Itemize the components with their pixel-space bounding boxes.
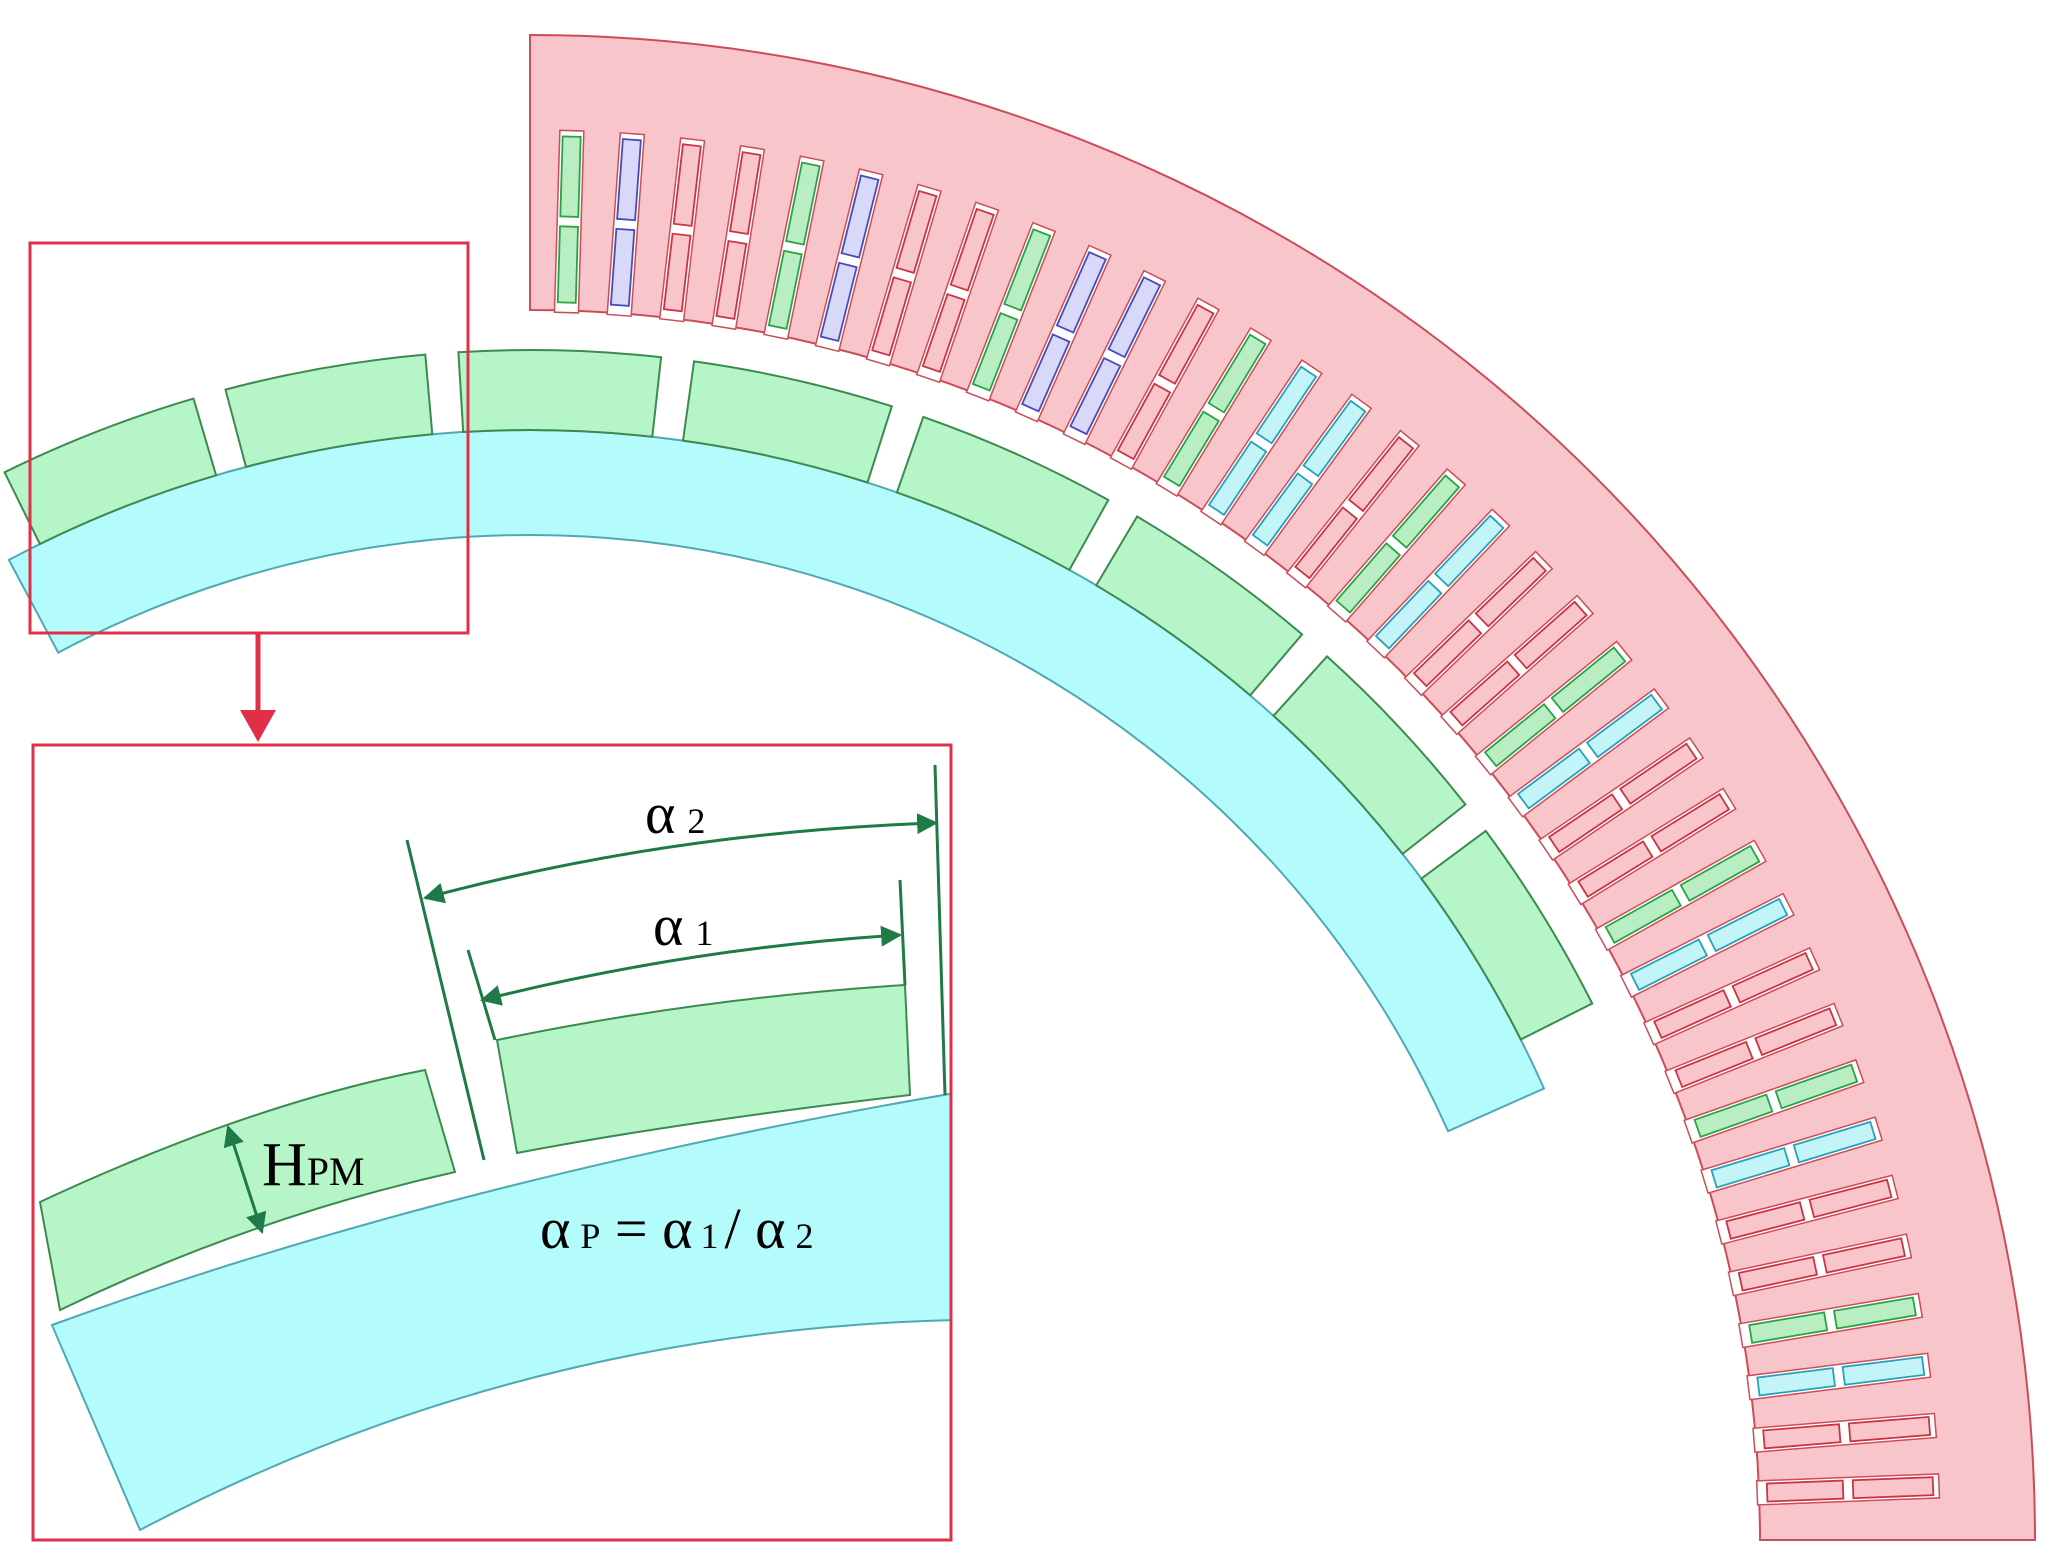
zoom-panel-border	[31, 743, 953, 1542]
stator-slot-33	[1737, 1292, 1924, 1349]
alpha2-dimension-arc	[422, 813, 939, 904]
stator-slot-26	[1619, 892, 1795, 999]
stator-slot-21	[1474, 640, 1633, 776]
stator-slot-14	[1199, 359, 1323, 526]
stator-slot-19	[1403, 550, 1554, 697]
permanent-magnets	[3, 349, 1594, 1041]
alpha1-dimension-arc	[479, 925, 903, 1006]
stator-slot-16	[1285, 429, 1421, 589]
stator-slot-6	[814, 168, 884, 353]
stator-slot-7	[865, 183, 942, 367]
callout-arrow-head	[240, 710, 276, 742]
stator-slot-2	[606, 132, 646, 317]
stator-slot-22	[1507, 687, 1670, 818]
stator-slot-8	[915, 201, 1000, 384]
stator-slot-5	[763, 155, 825, 341]
stator-slot-9	[965, 221, 1057, 402]
magnet-8	[1420, 829, 1594, 1041]
magnet-2	[224, 353, 434, 469]
zoom-magnet-right	[495, 983, 912, 1155]
stator-slot-10	[1014, 244, 1112, 423]
stator-slot-3	[658, 137, 706, 323]
stator-slot-20	[1439, 594, 1595, 736]
hpm-dimension-arrow	[223, 1125, 267, 1234]
stator-slot-11	[1062, 269, 1167, 446]
stator-slot-24	[1567, 787, 1737, 906]
stator-slots	[553, 129, 1941, 1506]
alpha2-extension-left	[405, 839, 486, 1161]
stator-slot-34	[1746, 1352, 1932, 1401]
stator-slot-30	[1700, 1116, 1884, 1195]
stator-slot-28	[1664, 1002, 1844, 1095]
magnet-3	[457, 349, 663, 438]
stator-slot-27	[1642, 946, 1821, 1046]
stator-slot-36	[1755, 1473, 1941, 1506]
magnet-7	[1272, 654, 1467, 856]
stator-slot-18	[1365, 508, 1511, 659]
stator-slot-13	[1155, 326, 1273, 498]
magnet-1	[3, 397, 218, 546]
stator-slot-4	[711, 144, 766, 331]
magnet-6	[1094, 515, 1304, 697]
stator-slot-35	[1752, 1412, 1938, 1453]
stator-slot-23	[1538, 736, 1705, 862]
magnet-4	[681, 360, 894, 484]
stator-slot-32	[1727, 1233, 1913, 1297]
stator-slot-17	[1326, 467, 1467, 624]
stator-slot-12	[1109, 297, 1220, 471]
stator-slot-1	[553, 129, 585, 314]
zoom-rotor-core	[50, 1092, 951, 1532]
stator-slot-31	[1714, 1174, 1899, 1246]
callout-source-box	[28, 241, 470, 635]
stator-slot-25	[1594, 839, 1767, 952]
hpm-label: HPM	[262, 1131, 365, 1199]
stator-slot-15	[1243, 393, 1373, 557]
magnet-5	[895, 415, 1110, 572]
stator-slot-29	[1683, 1058, 1865, 1144]
